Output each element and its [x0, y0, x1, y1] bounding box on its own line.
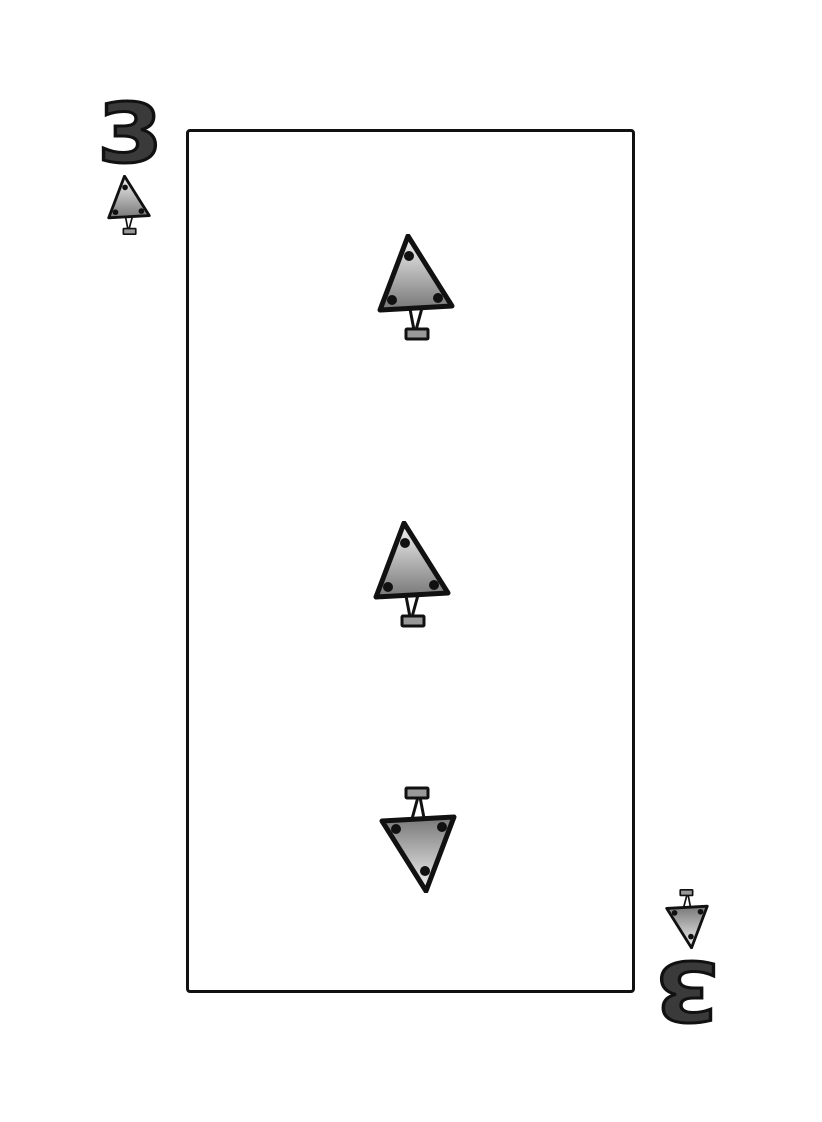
rank-index-bottom-right: 3: [653, 940, 722, 1038]
card-frame: [186, 129, 635, 993]
tree-triangle-icon: [376, 234, 456, 344]
rank-index-top-left: 3: [95, 87, 164, 182]
tree-triangle-icon: [664, 887, 710, 949]
tree-triangle-icon: [378, 783, 458, 893]
tree-triangle-icon: [372, 521, 452, 631]
tree-triangle-icon: [106, 175, 152, 237]
